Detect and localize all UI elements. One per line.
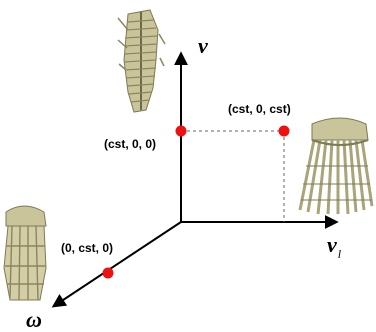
corner-point bbox=[279, 126, 290, 137]
diagonal-axis bbox=[54, 222, 181, 306]
diagonal-axis-point bbox=[103, 268, 114, 279]
horizontal-axis-label: νl bbox=[327, 232, 342, 261]
thin-fish-model-image bbox=[118, 10, 165, 112]
vertical-axis-label: ν bbox=[198, 33, 208, 58]
squat-model-image bbox=[4, 206, 46, 300]
horizontal-axis-subscript: l bbox=[338, 247, 342, 261]
vertical-axis-point bbox=[176, 126, 187, 137]
vertical-point-label: (cst, 0, 0) bbox=[104, 137, 156, 151]
corner-point-label: (cst, 0, cst) bbox=[228, 102, 291, 116]
spread-model-image bbox=[300, 118, 372, 214]
horizontal-axis-symbol: ν bbox=[327, 232, 337, 257]
diagonal-point-label: (0, cst, 0) bbox=[61, 241, 113, 255]
diagonal-axis-label: ω bbox=[26, 307, 42, 332]
